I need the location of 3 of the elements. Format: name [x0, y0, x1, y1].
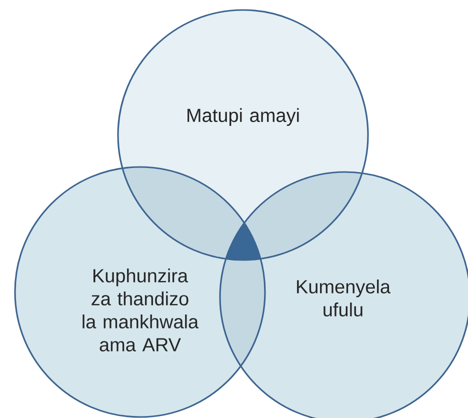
circle-label: Kuphunzira za thandizo la mankhwala ama ARV — [82, 268, 199, 352]
circle-label: Matupi amayi — [188, 108, 299, 126]
circle-label: Kumenyela ufulu — [297, 280, 391, 316]
